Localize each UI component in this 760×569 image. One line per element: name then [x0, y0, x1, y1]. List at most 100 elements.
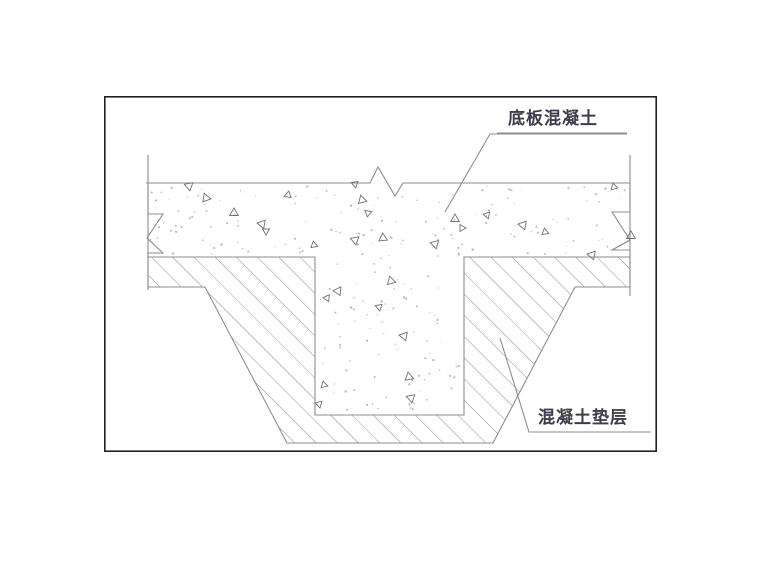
concrete-speckle-dot	[572, 240, 575, 242]
aggregate-triangle-marker	[349, 236, 360, 246]
aggregate-triangle-marker	[364, 209, 373, 218]
aggregate-triangle-marker	[256, 219, 266, 230]
concrete-speckle-dot	[457, 246, 460, 250]
concrete-speckle-dot	[413, 402, 415, 404]
concrete-speckle-dot	[170, 186, 173, 189]
concrete-speckle-dot	[294, 202, 296, 205]
concrete-speckle-dot	[316, 197, 318, 199]
concrete-speckle-dot	[438, 201, 440, 204]
concrete-speckle-dot	[486, 185, 488, 187]
concrete-speckle-dot	[453, 376, 456, 379]
concrete-speckle-dot	[437, 287, 439, 289]
leader-concrete-cushion	[499, 337, 651, 433]
concrete-speckle-dot	[365, 339, 369, 342]
concrete-speckle-dot	[606, 245, 609, 248]
concrete-speckle-dot	[352, 308, 355, 311]
concrete-speckle-dot	[381, 321, 383, 323]
concrete-speckle-dot	[394, 343, 397, 346]
concrete-speckle-dot	[345, 408, 348, 411]
concrete-speckle-dot	[491, 203, 493, 206]
concrete-speckle-dot	[412, 331, 415, 333]
concrete-speckle-dot	[443, 227, 446, 230]
concrete-speckle-dot	[366, 314, 368, 316]
concrete-speckle-dot	[237, 241, 239, 244]
concrete-speckle-dot	[156, 237, 159, 239]
concrete-speckle-dot	[369, 327, 371, 329]
concrete-speckle-dot	[339, 335, 341, 338]
concrete-speckle-dot	[362, 300, 365, 302]
concrete-speckle-dot	[340, 211, 342, 214]
concrete-speckle-dot	[452, 194, 454, 196]
concrete-speckle-dot	[428, 372, 431, 375]
concrete-speckle-dot	[177, 210, 180, 213]
concrete-speckle-dot	[379, 257, 382, 259]
concrete-speckle-dot	[438, 369, 441, 371]
concrete-speckle-dot	[441, 341, 443, 343]
concrete-speckle-dot	[565, 252, 567, 254]
concrete-speckle-dot	[349, 204, 353, 207]
concrete-speckle-dot	[395, 221, 397, 223]
break-symbol-left-edge	[146, 213, 165, 254]
concrete-speckle-dot	[373, 205, 375, 207]
concrete-speckle-dot	[356, 232, 358, 234]
concrete-speckle-dot	[356, 282, 358, 284]
concrete-speckle-dot	[319, 299, 322, 301]
concrete-speckle-dot	[191, 215, 194, 218]
concrete-speckle-dot	[471, 248, 474, 251]
concrete-speckle-dot	[334, 194, 336, 196]
concrete-speckle-dot	[583, 186, 586, 189]
concrete-speckle-dot	[424, 357, 427, 360]
concrete-speckle-dot	[349, 360, 351, 362]
concrete-speckle-dot	[219, 199, 221, 201]
concrete-speckle-dot	[168, 198, 170, 200]
concrete-speckle-dot	[618, 198, 620, 200]
concrete-speckle-dot	[408, 383, 411, 386]
concrete-speckle-dot	[356, 243, 359, 246]
aggregate-triangle-marker	[332, 286, 342, 297]
concrete-speckle-dot	[495, 213, 497, 216]
concrete-speckle-dot	[163, 222, 165, 224]
concrete-speckle-dot	[325, 189, 328, 192]
concrete-speckle-dot	[423, 378, 426, 381]
aggregate-triangle-marker	[261, 228, 271, 236]
concrete-speckle-dot	[220, 243, 223, 246]
aggregate-triangle-marker	[517, 220, 527, 231]
concrete-speckle-dot	[461, 243, 464, 246]
concrete-speckle-dot	[426, 398, 428, 401]
concrete-speckle-dot	[150, 191, 153, 194]
concrete-speckle-dot	[380, 215, 382, 217]
concrete-speckle-dot	[457, 364, 460, 368]
aggregate-triangle-marker	[357, 194, 368, 205]
concrete-speckle-dot	[535, 226, 538, 229]
concrete-speckle-dot	[322, 362, 324, 364]
concrete-speckle-dot	[623, 189, 626, 192]
concrete-speckle-dot	[204, 203, 206, 206]
concrete-speckle-dot	[383, 333, 385, 335]
concrete-speckle-dot	[615, 213, 616, 215]
aggregate-triangle-marker	[322, 293, 330, 303]
concrete-speckle-dot	[334, 311, 337, 314]
concrete-speckle-dot	[437, 255, 439, 257]
label-base-slab-concrete: 底板混凝土	[508, 108, 598, 129]
concrete-speckle-dot	[544, 252, 546, 255]
concrete-speckle-dot	[237, 224, 239, 227]
aggregate-triangle-marker	[405, 394, 416, 404]
concrete-speckle-dot	[429, 311, 431, 313]
aggregate-triangle-marker	[541, 227, 550, 236]
concrete-speckle-dot	[186, 196, 189, 198]
concrete-speckle-dot	[180, 225, 183, 229]
concrete-speckle-dot	[377, 353, 380, 356]
concrete-speckle-dot	[373, 376, 376, 378]
concrete-speckle-dot	[332, 392, 334, 394]
concrete-speckle-dot	[336, 263, 339, 265]
concrete-speckle-dot	[410, 287, 413, 290]
concrete-speckle-dot	[157, 226, 161, 229]
concrete-speckle-dot	[567, 217, 570, 220]
aggregate-triangle-marker	[482, 211, 491, 220]
concrete-speckle-dot	[552, 218, 554, 221]
aggregate-triangle-marker	[386, 275, 397, 286]
concrete-speckle-dot	[193, 211, 196, 213]
concrete-speckle-dot	[373, 263, 376, 265]
concrete-speckle-dot	[384, 303, 387, 305]
